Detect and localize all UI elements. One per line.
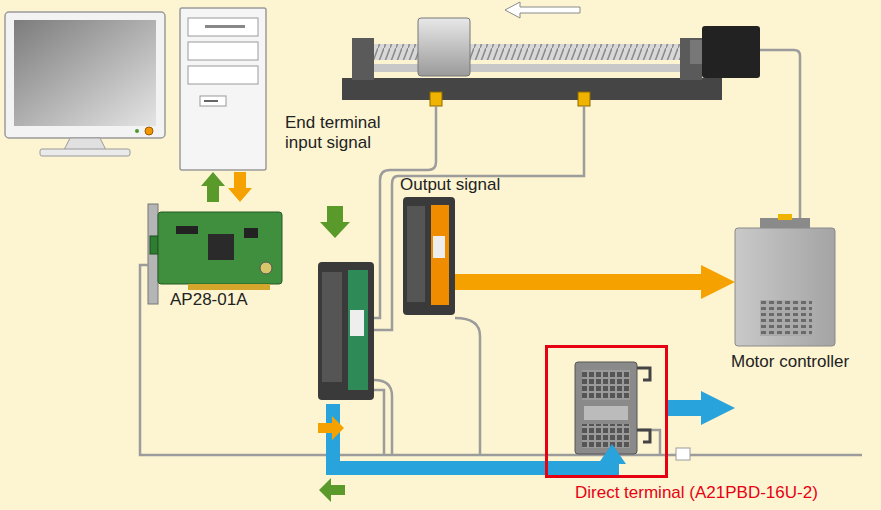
cables-part	[374, 106, 584, 330]
pci-card	[148, 204, 282, 304]
monitor	[5, 12, 165, 156]
pci-card-part	[260, 262, 272, 274]
direct-terminal-device-part	[575, 362, 637, 454]
ball-screw-actuator-part	[430, 92, 442, 106]
motor-controller-box-part	[760, 300, 812, 336]
direct-terminal-device-part	[637, 368, 650, 442]
ball-screw-actuator-part	[342, 78, 722, 100]
ball-screw-actuator-part	[505, 2, 580, 18]
output-terminal-part	[433, 236, 445, 258]
pci-card-part	[148, 204, 158, 304]
direct-terminal-device	[575, 362, 650, 454]
pc-tower-part	[180, 8, 266, 170]
ball-screw-actuator-part	[418, 18, 470, 76]
output-terminal-part	[431, 205, 449, 305]
signal-label: End terminal input signal	[285, 113, 417, 152]
terminal-box: Output signal	[403, 197, 455, 315]
signal-arrow	[455, 274, 705, 290]
direct-terminal-device-part	[582, 370, 630, 400]
input-terminal-part	[348, 270, 368, 390]
output-terminal-part	[403, 197, 455, 315]
input-terminal-part	[322, 272, 342, 382]
node-label: Direct terminal (A21PBD-16U-2)	[575, 483, 818, 503]
bus-arrows-part	[201, 172, 225, 202]
output-terminal-part	[407, 206, 425, 302]
pc-tower-part	[188, 18, 258, 36]
pci-card-part	[150, 236, 158, 254]
output-terminal	[403, 197, 455, 315]
input-terminal-part	[320, 206, 350, 238]
data-flow-arrow-part	[318, 416, 344, 440]
ball-screw-actuator-part	[352, 38, 374, 80]
cables-part	[760, 50, 800, 218]
input-terminal-part	[350, 310, 364, 336]
pci-card-part	[176, 226, 198, 234]
controller-box: Motor controller	[735, 222, 835, 346]
pc-tower-part	[205, 25, 245, 28]
node-label: Output signal	[400, 175, 500, 195]
monitor-part	[145, 127, 153, 135]
ball-screw-actuator-part	[690, 40, 704, 64]
card-box: AP28-01A	[158, 212, 282, 284]
bus-arrows-part	[228, 172, 252, 202]
pc-tower-part	[200, 96, 226, 106]
pci-card-part	[158, 212, 282, 284]
pc-tower-part	[188, 42, 258, 60]
motor-controller-box	[735, 214, 835, 346]
cables-part	[374, 390, 384, 455]
motor-controller-box-part	[778, 214, 792, 220]
pc-tower-part	[204, 100, 218, 102]
signal-arrow	[668, 400, 705, 416]
ball-screw-actuator	[342, 2, 760, 106]
monitor-part	[64, 138, 106, 150]
motor-controller-box-part	[735, 228, 835, 346]
ball-screw-actuator-part	[578, 92, 590, 106]
pc-tower	[180, 8, 266, 170]
cable-connector	[676, 448, 690, 460]
cables-part	[374, 380, 392, 455]
node-label: Motor controller	[731, 352, 849, 372]
pci-card-part	[244, 228, 258, 238]
input-terminal	[318, 206, 374, 400]
node-label: AP28-01A	[170, 290, 248, 310]
data-flow-arrow-part	[319, 478, 345, 502]
bus-arrows	[201, 172, 252, 202]
direct-terminal-device-part	[584, 406, 628, 420]
data-flow-arrow-part	[598, 444, 626, 464]
monitor-part	[14, 20, 156, 126]
cables-part	[455, 318, 480, 455]
pci-card-part	[208, 234, 234, 260]
input-terminal-part	[318, 262, 374, 400]
cables	[140, 50, 862, 455]
monitor-part	[135, 129, 139, 133]
pc-tower-part	[188, 66, 258, 84]
monitor-part	[5, 12, 165, 138]
ball-screw-actuator-part	[702, 26, 760, 78]
direct-terminal-device-part	[582, 424, 630, 448]
highlight-box: Direct terminal (A21PBD-16U-2)	[545, 345, 668, 478]
data-flow-arrow-part	[333, 404, 612, 468]
pci-card-part	[188, 284, 270, 290]
monitor-part	[40, 149, 130, 156]
